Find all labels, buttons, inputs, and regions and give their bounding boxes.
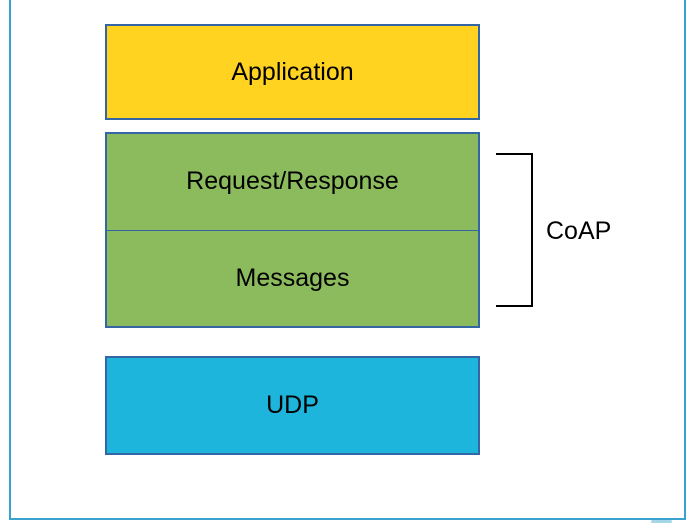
coap-stack-box: Request/Response Messages — [105, 132, 480, 328]
page-border — [9, 0, 686, 520]
request-response-section: Request/Response — [107, 134, 478, 231]
application-label: Application — [231, 57, 354, 86]
application-box: Application — [105, 24, 480, 120]
request-response-label: Request/Response — [186, 167, 399, 196]
coap-label: CoAP — [546, 217, 612, 245]
messages-section: Messages — [107, 231, 478, 327]
udp-label: UDP — [266, 391, 319, 420]
coap-bracket — [496, 153, 533, 307]
messages-label: Messages — [235, 263, 350, 292]
render-artifact — [651, 520, 672, 523]
udp-box: UDP — [105, 356, 480, 455]
